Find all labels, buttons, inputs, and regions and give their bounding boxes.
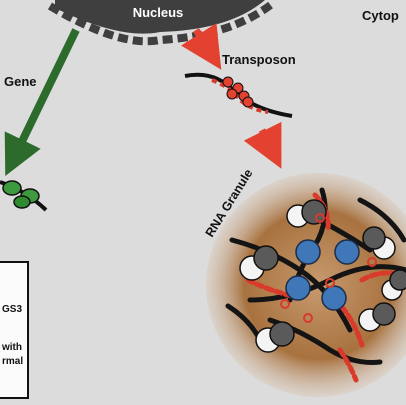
- cytoplasm-label: Cytop: [362, 8, 399, 23]
- blue-protein: [285, 275, 311, 301]
- info-box-line1: GS3: [2, 304, 22, 315]
- gene-label: Gene: [4, 74, 37, 89]
- info-box: GS3 with rmal: [0, 261, 29, 399]
- transposon-rna: [184, 72, 293, 118]
- gene-mrna: [0, 180, 48, 212]
- blue-protein: [321, 285, 347, 311]
- blue-protein: [295, 239, 321, 265]
- gene-arrow: [4, 28, 80, 176]
- info-box-line2: with: [1, 342, 22, 353]
- nucleus: Nucleus: [47, 0, 275, 46]
- nucleus-label: Nucleus: [133, 5, 184, 20]
- transposon-label: Transposon: [222, 52, 296, 67]
- info-box-line3: rmal: [2, 356, 23, 367]
- green-ribosome: [2, 180, 22, 196]
- blue-protein: [334, 239, 360, 265]
- rna-granule: RNA Granule: [203, 167, 406, 397]
- transposon-arrow-granule: [243, 121, 282, 169]
- green-ribosome: [13, 195, 31, 209]
- transposon-arrow-top: [181, 23, 222, 70]
